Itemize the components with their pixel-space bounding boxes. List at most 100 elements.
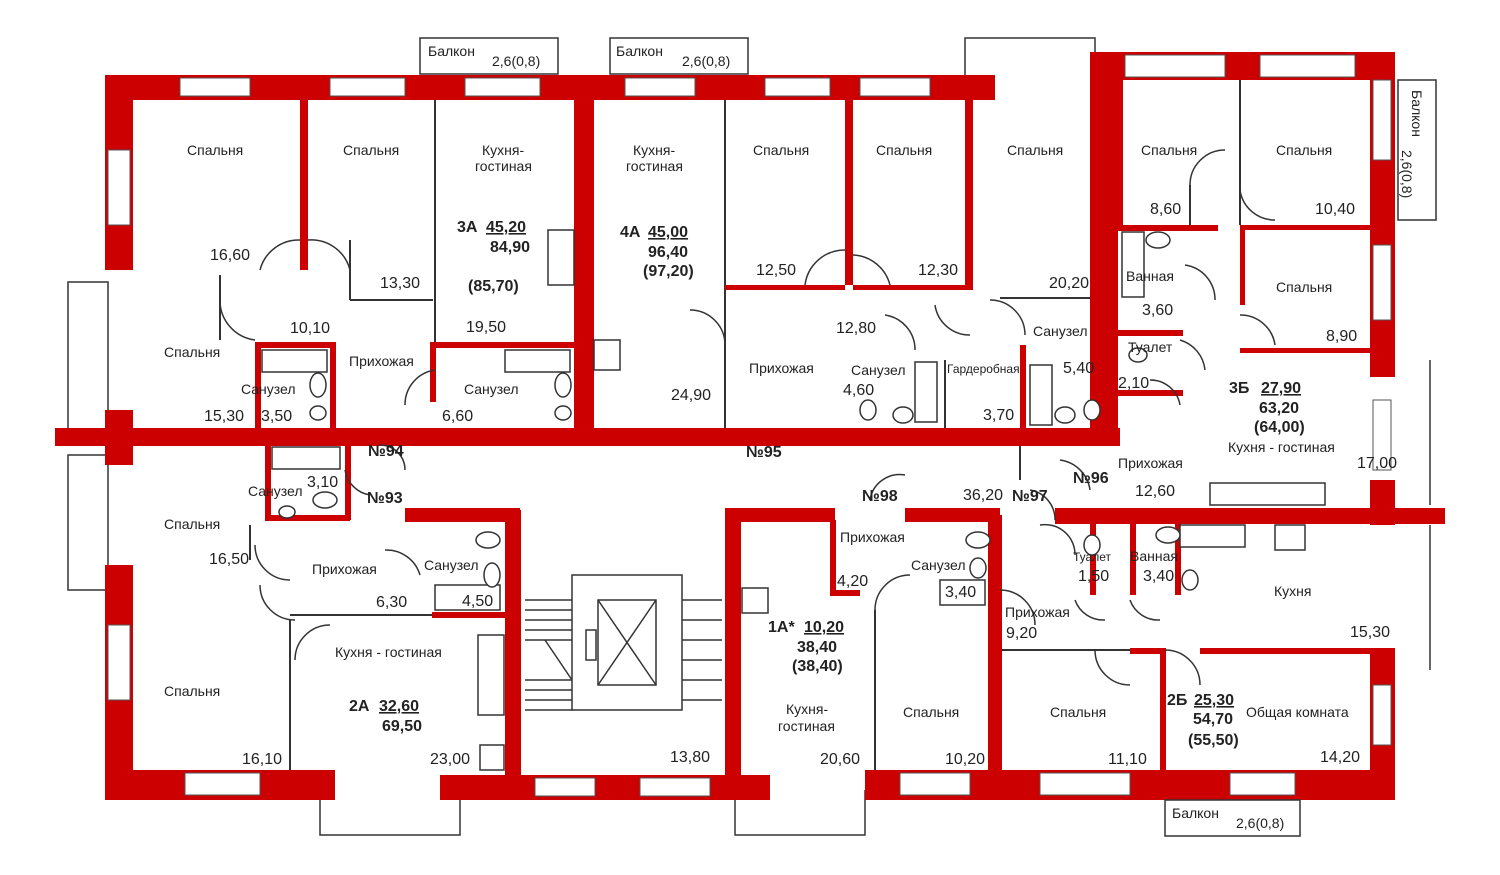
room-name: Гардеробная: [947, 362, 1020, 376]
apt-3b-code: 3Б: [1229, 380, 1249, 397]
room-name: Спальня: [1276, 142, 1332, 158]
room-area: 10,40: [1315, 201, 1355, 218]
balcony-4-label: Балкон: [1172, 805, 1219, 821]
room-area: 23,00: [430, 751, 470, 768]
room-name: Кухня-: [786, 701, 828, 717]
room-area: 11,10: [1108, 751, 1147, 768]
room-name: Ванная: [1126, 268, 1174, 284]
room-area: 3,70: [983, 407, 1014, 424]
room-area: 13,30: [380, 275, 420, 292]
apt-3a-living: 45,20: [486, 219, 526, 236]
room-name: Кухня-: [482, 142, 524, 158]
balcony-1-label: Балкон: [428, 43, 475, 59]
room-area: 15,30: [1350, 624, 1390, 641]
room-area: 4,20: [837, 573, 868, 590]
room-area: 24,90: [671, 387, 711, 404]
balcony-4-size: 2,6(0,8): [1236, 815, 1284, 831]
room-name: Кухня: [1274, 583, 1311, 599]
room-area: 16,50: [209, 551, 249, 568]
room-area: 6,30: [376, 594, 407, 611]
door-number: №94: [368, 443, 404, 460]
room-name: Спальня: [876, 142, 932, 158]
apt-2a-code: 2А: [349, 698, 370, 715]
room-name: Спальня: [343, 142, 399, 158]
apt-1a-alt: (38,40): [792, 658, 843, 675]
room-area: 6,60: [442, 408, 473, 425]
room-area: 20,60: [820, 751, 860, 768]
room-name: Спальня: [164, 344, 220, 360]
room-area: 12,60: [1135, 483, 1175, 500]
room-name: Кухня-: [633, 142, 675, 158]
room-name: Прихожая: [349, 353, 414, 369]
door-numbers: №94 №93 №95 №96 №97 №98: [367, 443, 1109, 507]
room-area: 3,10: [307, 474, 338, 491]
door-swings: [219, 149, 1276, 686]
apt-3b-alt: (64,00): [1254, 419, 1305, 436]
apt-3a-code: 3А: [457, 219, 478, 236]
room-name: Кухня - гостиная: [335, 644, 442, 660]
room-area: 8,60: [1150, 201, 1181, 218]
room-name: Спальня: [1276, 279, 1332, 295]
apt-4a-living: 45,00: [648, 224, 688, 241]
door-number: №93: [367, 490, 403, 507]
room-name: Туалет: [1073, 550, 1111, 564]
room-area: 17,00: [1357, 455, 1397, 472]
room-area: 14,20: [1320, 749, 1360, 766]
room-area: 12,50: [756, 262, 796, 279]
apt-3b-living: 27,90: [1261, 380, 1301, 397]
apt-4a-total: 96,40: [648, 244, 688, 261]
room-name: Санузел: [851, 362, 906, 378]
room-name: Спальня: [903, 704, 959, 720]
balcony-3-label: Балкон: [1409, 90, 1425, 137]
room-area: 2,10: [1118, 375, 1149, 392]
room-area: 5,40: [1063, 360, 1094, 377]
room-area: 3,40: [1143, 568, 1174, 585]
apartment-labels: 3А 45,20 84,90 (85,70) 19,50 4А 45,00 96…: [349, 219, 1305, 749]
apt-3a-alt: (85,70): [468, 278, 519, 295]
balcony-1-size: 2,6(0,8): [492, 53, 540, 69]
door-number: №95: [746, 444, 782, 461]
walls: [55, 52, 1445, 800]
room-area: 20,20: [1049, 275, 1089, 292]
room-labels: Спальня 16,60 Спальня 13,30 Кухня- гости…: [164, 142, 1397, 768]
room-area: 9,20: [1006, 625, 1037, 642]
room-area: 3,40: [945, 584, 976, 601]
apt-2b-total: 54,70: [1193, 711, 1233, 728]
room-name: Спальня: [1141, 142, 1197, 158]
apt-2b-living: 25,30: [1194, 692, 1234, 709]
room-area: 4,60: [843, 382, 874, 399]
room-name: Прихожая: [1005, 604, 1070, 620]
apt-1a-total: 38,40: [797, 639, 837, 656]
apt-2a-living: 32,60: [379, 698, 419, 715]
stair-area: 13,80: [670, 749, 710, 766]
apt-4a-code: 4А: [620, 224, 641, 241]
stair-core: [525, 574, 722, 711]
room-name: Кухня - гостиная: [1228, 439, 1335, 455]
room-name: Спальня: [164, 683, 220, 699]
room-name: Санузел: [241, 381, 296, 397]
apt-1a-living: 10,20: [804, 619, 844, 636]
balcony-3: Балкон 2,6(0,8): [1397, 79, 1437, 221]
room-name: Санузел: [911, 557, 966, 573]
room-name: Прихожая: [840, 529, 905, 545]
apt-3b-total: 63,20: [1259, 400, 1299, 417]
apt-3a-total: 84,90: [490, 239, 530, 256]
balcony-2: Балкон 2,6(0,8): [609, 37, 749, 75]
room-name: Ванная: [1130, 548, 1178, 564]
balcony-4: Балкон 2,6(0,8): [1164, 799, 1301, 837]
door-number: №98: [862, 488, 898, 505]
apt-1a-code: 1А*: [768, 619, 795, 636]
room-area: 1,50: [1078, 568, 1109, 585]
room-name: Прихожая: [312, 561, 377, 577]
room-area: 10,20: [945, 751, 985, 768]
room-area: 3,60: [1142, 302, 1173, 319]
room-name: Санузел: [248, 483, 303, 499]
room-name: Общая комната: [1246, 704, 1349, 720]
apt-4a-alt: (97,20): [643, 263, 694, 280]
room-name: гостиная: [778, 718, 835, 734]
windows: [107, 54, 1392, 797]
apt-2b-alt: (55,50): [1188, 732, 1239, 749]
apt-3a-extra: 19,50: [466, 319, 506, 336]
room-area: 12,80: [836, 320, 876, 337]
fixtures: [261, 229, 1326, 771]
